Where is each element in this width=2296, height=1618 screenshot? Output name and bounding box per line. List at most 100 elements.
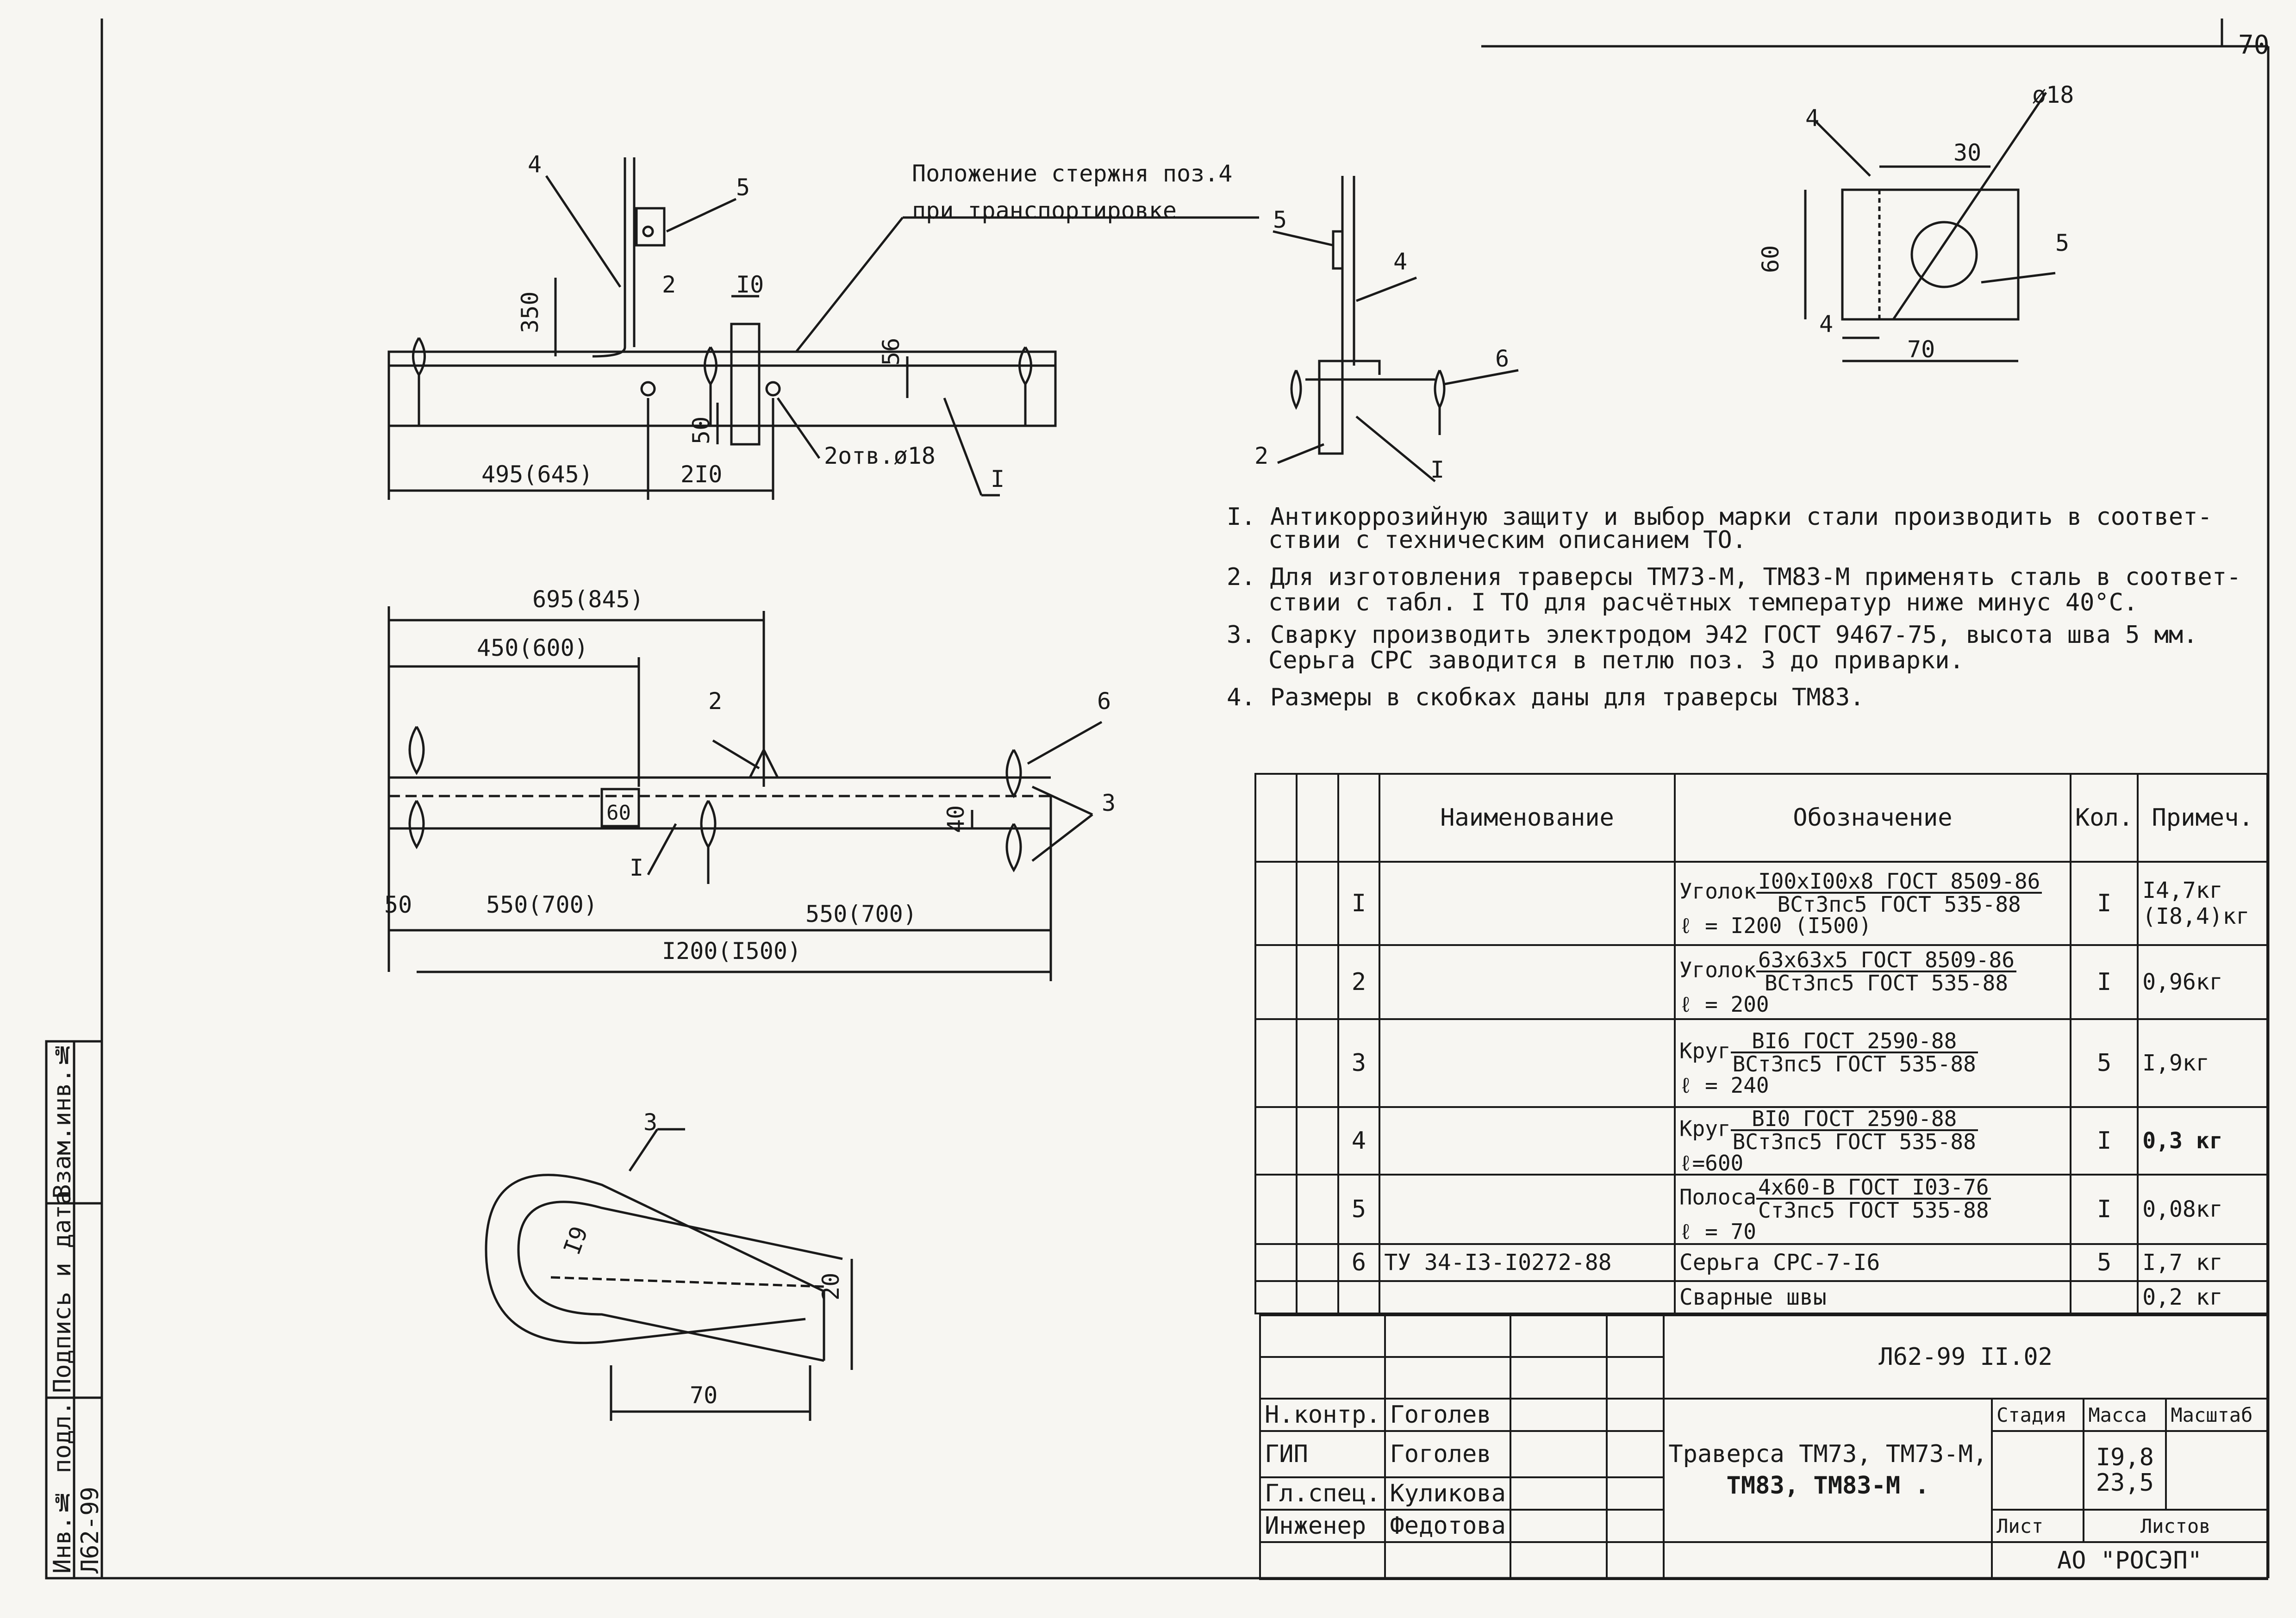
v5-dim-20: 20	[817, 1272, 844, 1301]
spec-note: 0,3 кг	[2137, 1106, 2268, 1176]
v3-dim-30: 30	[1953, 139, 1982, 166]
tb-org: АО "РОСЭП"	[1991, 1541, 2268, 1580]
tb-h-mass: Масса	[2083, 1398, 2167, 1432]
spec-top: BI0 ГОСТ 2590-88	[1730, 1108, 1978, 1131]
v4-dim-550b: 550(700)	[805, 901, 917, 927]
v2-pos5: 5	[1273, 206, 1287, 233]
v1-dim-56: 56	[878, 337, 905, 366]
tb-h-stage: Стадия	[1991, 1398, 2085, 1432]
spec-h-note: Примеч.	[2137, 773, 2268, 863]
spec-pos: 5	[1337, 1174, 1381, 1245]
spec-bot: Ст3пс5 ГОСТ 535-88	[1758, 1198, 1989, 1223]
spec-prefix: Круг	[1679, 1116, 1731, 1141]
tb-role: Инженер	[1259, 1509, 1386, 1543]
spec-prefix: Полоса	[1679, 1184, 1757, 1210]
v1-dim-50: 50	[688, 416, 715, 444]
v3-dim-60: 60	[1757, 245, 1784, 273]
spec-note: I,9кг	[2137, 1018, 2268, 1108]
doc-code: Л62-99 II.02	[1663, 1314, 2268, 1400]
spec-note: 0,96кг	[2137, 944, 2268, 1020]
v4-pos3: 3	[1102, 790, 1116, 816]
v3-pos5: 5	[2055, 230, 2070, 256]
spec-pos: 3	[1337, 1018, 1381, 1108]
tb-name: Куликова	[1384, 1476, 1511, 1511]
note-4: 4. Размеры в скобках даны для траверсы Т…	[1227, 684, 1865, 711]
spec-pos: 2	[1337, 944, 1381, 1020]
note-2b: ствии с табл. I ТО для расчётных темпера…	[1268, 589, 2138, 616]
tb-h-sheets: Листов	[2083, 1509, 2268, 1543]
spec-prefix: Уголок	[1679, 957, 1757, 983]
spec-weld-note: 0,2 кг	[2137, 1280, 2268, 1314]
v4-dim-695: 695(845)	[532, 586, 644, 613]
spec-len: ℓ=600	[1679, 1151, 1744, 1176]
note-3a: 3. Сварку производить электродом Э42 ГОС…	[1227, 621, 2198, 649]
spec-len: ℓ = 240	[1679, 1073, 1769, 1098]
v3-pos4: 4	[1805, 105, 1820, 131]
spec-pos: 6	[1337, 1243, 1381, 1282]
spec-bot: ВСт3пс5 ГОСТ 535-88	[1732, 1129, 1976, 1154]
spec-plain: Серьга СРС-7-I6	[1673, 1243, 2072, 1282]
spec-qty: I	[2069, 1174, 2139, 1245]
spec-top: 63x63x5 ГОСТ 8509-86	[1756, 949, 2016, 972]
spec-qty: I	[2069, 944, 2139, 1020]
v4-dim-450: 450(600)	[477, 635, 588, 661]
spec-len: ℓ = 200	[1679, 992, 1769, 1017]
spec-h-designation: Обозначение	[1673, 773, 2072, 863]
v2-pos1: I	[1430, 456, 1445, 483]
v5-pos3: 3	[643, 1109, 658, 1136]
spec-bot: ВСт3пс5 ГОСТ 535-88	[1764, 971, 2009, 996]
sidebar-inv-value: Л62-99	[76, 1487, 104, 1574]
v4-dim-50: 50	[384, 891, 412, 918]
spec-weld-label: Сварные швы	[1673, 1280, 2072, 1314]
v1-dim-350: 350	[517, 291, 543, 333]
spec-h-name: Наименование	[1379, 773, 1676, 863]
v1-holes: 2отв.ø18	[824, 442, 936, 469]
v1-dim-495: 495(645)	[481, 461, 593, 488]
title-block: Л62-99 II.02 Н.контр. Гоголев Траверса Т…	[1259, 1314, 2268, 1580]
spec-note: I4,7кг (I8,4)кг	[2137, 861, 2268, 946]
v2-pos2: 2	[1254, 442, 1269, 469]
spec-qty: I	[2069, 861, 2139, 946]
tb-name: Гоголев	[1384, 1430, 1511, 1478]
v1-pos2: 2	[662, 271, 676, 298]
spec-header-row: Наименование Обозначение Кол. Примеч.	[1254, 773, 2268, 863]
tb-name: Гоголев	[1384, 1398, 1511, 1432]
v1-transport-note-1: Положение стержня поз.4	[912, 160, 1233, 187]
view1-front	[387, 157, 1259, 500]
v4-pos2: 2	[708, 688, 723, 715]
sidebar-inv-rep: Взам.инв.№	[49, 1040, 76, 1199]
v1-pos4: 4	[528, 151, 542, 178]
tb-h-scale: Масштаб	[2165, 1398, 2268, 1432]
note-1a: I. Антикоррозийную защиту и выбор марки …	[1227, 503, 2212, 531]
view3-plate	[1804, 92, 2056, 362]
title-line-1: Траверса ТМ73, ТМ73-М,	[1668, 1440, 1988, 1469]
sidebar-sign-date: Подпись и дата	[49, 1190, 76, 1393]
spec-h-qty: Кол.	[2069, 773, 2139, 863]
spec-name	[1379, 1106, 1676, 1176]
spec-prefix: Круг	[1679, 1038, 1731, 1064]
v2-pos6: 6	[1495, 345, 1510, 372]
spec-top: BI6 ГОСТ 2590-88	[1730, 1030, 1978, 1053]
v4-dim-1200: I200(I500)	[662, 938, 802, 965]
tb-mass-2: 23,5	[2096, 1469, 2154, 1497]
view2-side	[1273, 176, 1519, 482]
spec-name	[1379, 944, 1676, 1020]
spec-name	[1379, 861, 1676, 946]
v4-pos6: 6	[1097, 688, 1111, 715]
view4-top	[387, 606, 1103, 981]
view5-loop	[485, 1128, 853, 1421]
v3-dim-70: 70	[1907, 336, 1935, 363]
tb-role: ГИП	[1259, 1430, 1386, 1478]
spec-len: ℓ = 70	[1679, 1219, 1756, 1244]
tb-mass-1: I9,8	[2096, 1444, 2154, 1472]
spec-name	[1379, 1018, 1676, 1108]
v1-pos5: 5	[736, 174, 750, 201]
v1-dim-10: I0	[736, 271, 764, 298]
tb-role: Гл.спец.	[1259, 1476, 1386, 1511]
v1-dim-210: 2I0	[680, 461, 723, 488]
v4-dim-40: 40	[942, 805, 969, 833]
sidebar-inv-sub: Инв.№ подл.	[49, 1400, 76, 1574]
